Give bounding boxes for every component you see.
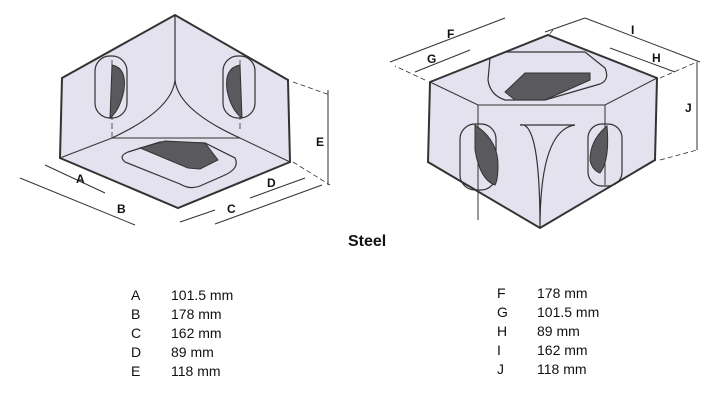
dimension-list-bottom-casting: A 101.5 mm B 178 mm C 162 mm D 89 mm E 118 mm — [131, 286, 233, 381]
dim-label-h: H — [652, 51, 661, 65]
spec-row: F 178 mm — [497, 284, 599, 303]
spec-key: J — [497, 361, 504, 377]
spec-row: A 101.5 mm — [131, 286, 233, 305]
spec-key: B — [131, 306, 141, 322]
dim-label-e: E — [316, 135, 324, 149]
spec-value: 178 mm — [537, 285, 588, 301]
spec-key: A — [131, 287, 141, 303]
dim-label-f: F — [447, 27, 454, 41]
dimension-list-top-casting: F 178 mm G 101.5 mm H 89 mm I 162 mm J 118 mm — [497, 284, 599, 379]
spec-row: D 89 mm — [131, 343, 233, 362]
bottom-corner-casting — [19, 13, 331, 226]
spec-value: 162 mm — [171, 325, 222, 341]
spec-row: I 162 mm — [497, 341, 599, 360]
spec-key: D — [131, 344, 142, 360]
dim-label-i: I — [631, 23, 634, 37]
spec-row: H 89 mm — [497, 322, 599, 341]
spec-key: H — [497, 323, 508, 339]
spec-row: J 118 mm — [497, 360, 599, 379]
spec-key: I — [497, 342, 501, 358]
spec-row: E 118 mm — [131, 362, 233, 381]
dim-label-g: G — [427, 52, 436, 66]
corner-castings-diagram: A B C D E F G H I J — [19, 13, 701, 230]
dim-label-a: A — [76, 172, 85, 186]
spec-row: C 162 mm — [131, 324, 233, 343]
top-corner-casting — [389, 17, 701, 230]
spec-value: 89 mm — [171, 344, 214, 360]
spec-value: 118 mm — [171, 363, 221, 379]
material-title: Steel — [348, 233, 387, 250]
spec-value: 101.5 mm — [537, 304, 600, 320]
spec-value: 178 mm — [171, 306, 222, 322]
spec-key: G — [497, 304, 508, 320]
spec-value: 101.5 mm — [171, 287, 234, 303]
spec-value: 162 mm — [537, 342, 588, 358]
spec-value: 89 mm — [537, 323, 580, 339]
dim-label-d: D — [267, 176, 276, 190]
spec-value: 118 mm — [537, 361, 587, 377]
spec-row: B 178 mm — [131, 305, 233, 324]
dim-label-c: C — [227, 202, 236, 216]
dim-label-j: J — [685, 101, 692, 115]
spec-key: E — [131, 363, 141, 379]
spec-row: G 101.5 mm — [497, 303, 599, 322]
dim-label-b: B — [117, 202, 126, 216]
spec-key: F — [497, 285, 506, 301]
spec-key: C — [131, 325, 142, 341]
